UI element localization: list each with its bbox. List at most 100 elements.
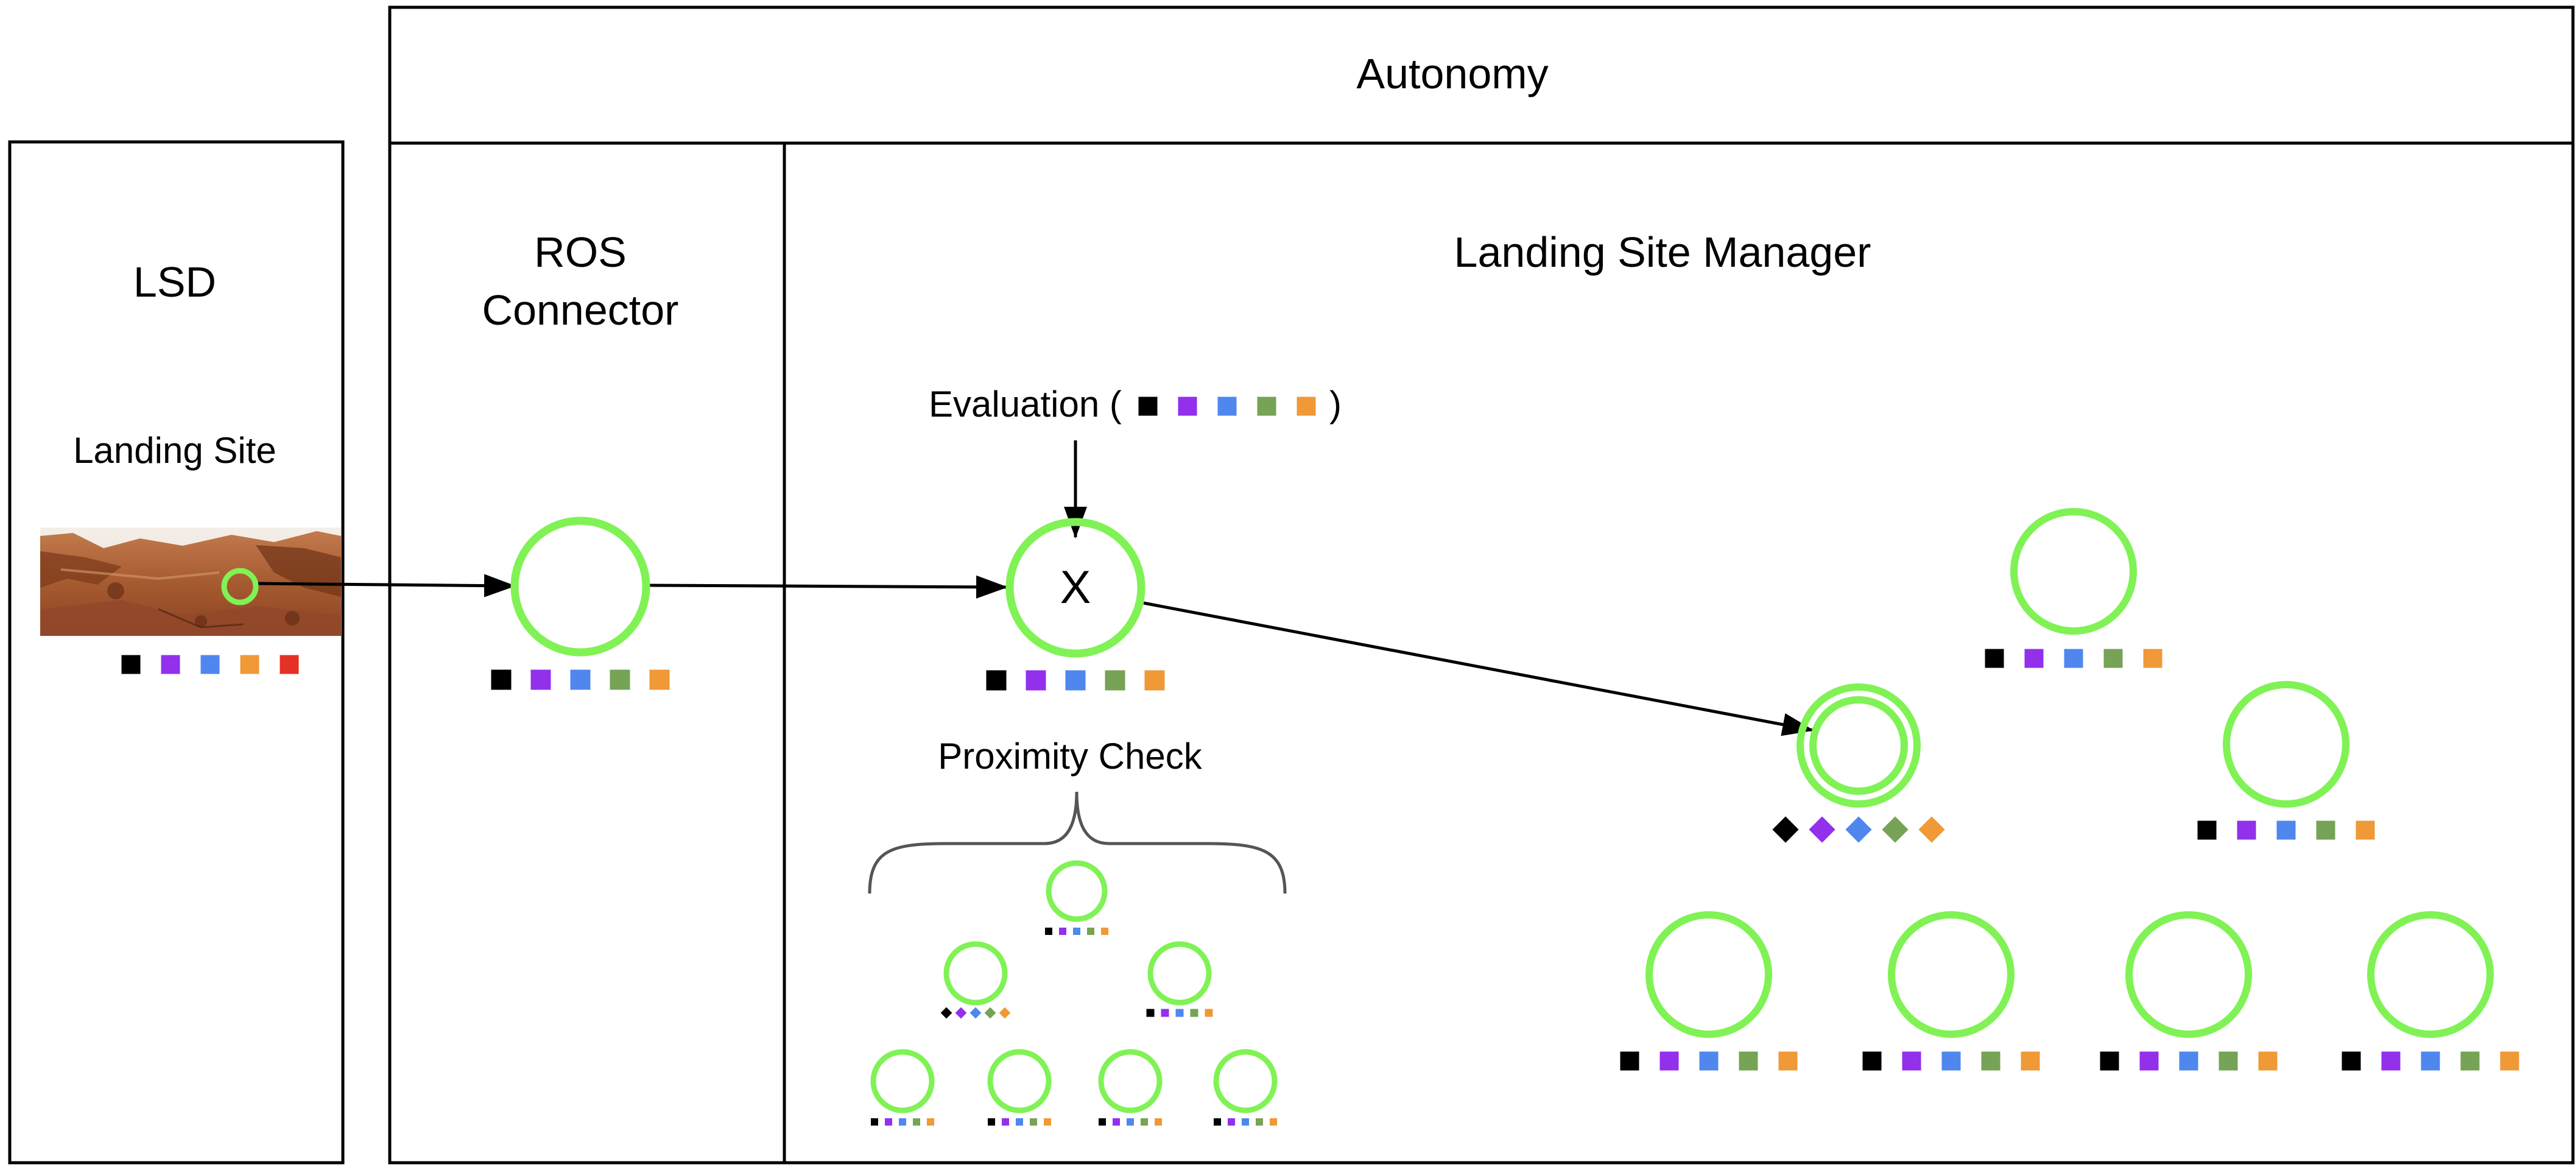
landing-site-manager-title: Landing Site Manager (1454, 228, 1871, 276)
square-marker (2381, 1051, 2401, 1071)
lsd-title: LSD (133, 258, 216, 306)
square-marker (1087, 928, 1094, 935)
square-marker (1659, 1051, 1679, 1071)
square-marker (1127, 1118, 1134, 1126)
diamond-marker (940, 1007, 952, 1019)
square-marker (1059, 928, 1066, 935)
square-marker (1228, 1118, 1235, 1126)
proximity-leaf-markers (1214, 1118, 1277, 1126)
lsd-box (8, 140, 345, 1165)
evaluation-circle (1005, 518, 1145, 658)
square-marker (1146, 1009, 1155, 1017)
square-marker (2276, 820, 2296, 840)
square-marker (1101, 928, 1108, 935)
square-marker (1739, 1051, 1758, 1071)
square-marker (2237, 820, 2256, 840)
square-marker (1256, 1118, 1263, 1126)
square-marker (2143, 649, 2163, 668)
square-marker (2258, 1051, 2278, 1071)
arrow-ros-to-evaluation (649, 575, 1008, 599)
square-marker (2103, 649, 2123, 668)
proximity-leaf-circle (987, 1049, 1052, 1113)
evaluation-color-markers (986, 670, 1165, 691)
proximity-right-circle (1147, 941, 1212, 1006)
proximity-leaf-markers (1099, 1118, 1162, 1126)
square-marker (2500, 1051, 2519, 1071)
square-marker (986, 670, 1007, 691)
selected-site-markers (1772, 816, 1945, 843)
square-marker (1065, 670, 1086, 691)
square-marker (570, 669, 591, 690)
square-marker (1257, 397, 1276, 416)
diamond-marker (1772, 816, 1799, 843)
square-marker (2139, 1051, 2159, 1071)
proximity-right-markers (1146, 1009, 1213, 1017)
manager-leaf-markers (1862, 1051, 2040, 1071)
square-marker (1178, 397, 1197, 416)
square-marker (2021, 1051, 2040, 1071)
square-marker (1190, 1009, 1198, 1017)
manager-right-circle (2223, 681, 2349, 808)
proximity-leaf-markers (871, 1118, 934, 1126)
square-marker (871, 1118, 878, 1126)
manager-leaf-circle (1888, 911, 2015, 1038)
square-marker (1214, 1118, 1221, 1126)
manager-right-markers (2197, 820, 2375, 840)
square-marker (200, 655, 220, 674)
square-marker (1026, 670, 1046, 691)
square-marker (1161, 1009, 1169, 1017)
manager-leaf-circle (2367, 911, 2494, 1038)
ros-color-markers (491, 669, 670, 690)
square-marker (121, 655, 141, 674)
square-marker (1105, 670, 1125, 691)
square-marker (1016, 1118, 1023, 1126)
ros-title-line2: Connector (482, 286, 679, 334)
manager-top-circle (2010, 508, 2137, 635)
diamond-marker (984, 1007, 996, 1019)
square-marker (2197, 820, 2217, 840)
proximity-brace (868, 791, 1287, 894)
arrow-lsd-to-ros (256, 574, 516, 598)
selected-site-inner-circle (1809, 696, 1908, 795)
arrow-evaluation-to-manager (1143, 601, 1814, 736)
square-marker (988, 1118, 995, 1126)
proximity-leaf-circle (1213, 1049, 1278, 1113)
square-marker (1778, 1051, 1798, 1071)
square-marker (1270, 1118, 1277, 1126)
landing-site-manager-box (783, 141, 2575, 1165)
square-marker (885, 1118, 892, 1126)
square-marker (1175, 1009, 1184, 1017)
proximity-leaf-circle (870, 1049, 935, 1113)
square-marker (1144, 670, 1165, 691)
square-marker (1620, 1051, 1639, 1071)
square-marker (1862, 1051, 1882, 1071)
square-marker (899, 1118, 906, 1126)
proximity-root-circle (1046, 860, 1108, 922)
diamond-marker (1918, 816, 1945, 843)
evaluation-legend-markers (1138, 397, 1316, 416)
square-marker (2100, 1051, 2119, 1071)
landing-site-photo (40, 527, 341, 636)
diamond-marker (1845, 816, 1872, 843)
ros-site-circle (510, 517, 650, 657)
manager-leaf-markers (2100, 1051, 2278, 1071)
square-marker (913, 1118, 920, 1126)
manager-leaf-markers (2342, 1051, 2519, 1071)
square-marker (2460, 1051, 2480, 1071)
square-marker (2219, 1051, 2238, 1071)
square-marker (1981, 1051, 2001, 1071)
square-marker (530, 669, 551, 690)
proximity-leaf-circle (1098, 1049, 1163, 1113)
square-marker (1217, 397, 1237, 416)
diamond-marker (970, 1007, 982, 1019)
square-marker (280, 655, 299, 674)
square-marker (1205, 1009, 1213, 1017)
square-marker (649, 669, 670, 690)
proximity-root-markers (1045, 928, 1108, 935)
evaluation-label: Evaluation ( (929, 384, 1122, 425)
square-marker (161, 655, 180, 674)
square-marker (1242, 1118, 1249, 1126)
landing-site-label: Landing Site (73, 430, 276, 471)
square-marker (1155, 1118, 1162, 1126)
square-marker (2342, 1051, 2361, 1071)
